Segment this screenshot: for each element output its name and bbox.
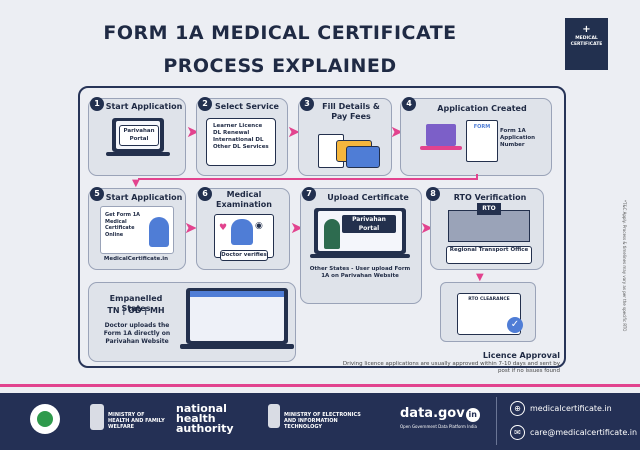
datagov-sub: Open Government Data Platform India	[400, 424, 477, 429]
laptop-pink-icon	[426, 124, 456, 146]
laptop-pink-base	[420, 146, 462, 150]
clearance-label: RTO CLEARANCE	[468, 297, 510, 302]
medicalcertificate-site[interactable]: MedicalCertificate.in	[103, 256, 169, 262]
page-title-line1: FORM 1A MEDICAL CERTIFICATE	[103, 22, 457, 44]
regional-transport-office: Regional Transport Office	[446, 246, 532, 264]
nha-line2: health	[176, 412, 216, 425]
step-4-title: Application Created	[437, 104, 527, 113]
upload-laptop-screen: Parivahan Portal	[318, 211, 402, 251]
step-1-card	[88, 98, 186, 176]
website-link[interactable]: medicalcertificate.in	[530, 403, 612, 413]
datagov-in-badge: in	[465, 408, 480, 422]
service-learner-licence[interactable]: Learner Licence	[213, 123, 263, 129]
step-6-title: Medical Examination	[216, 190, 272, 209]
credit-card-back-icon	[346, 146, 380, 168]
dashboard-screen	[190, 291, 284, 341]
empanelled-states: TN | OD | MH	[107, 306, 165, 315]
nha-line3: authority	[176, 422, 234, 435]
laptop-base	[106, 152, 170, 156]
logo-inner	[37, 411, 53, 427]
user-avatar	[324, 219, 340, 249]
licence-note: Driving licence applications are usually…	[342, 361, 560, 374]
step-7-title: Upload Certificate	[327, 193, 409, 202]
mail-icon: ✉	[510, 424, 525, 440]
rto-sign: RTO	[477, 203, 501, 215]
arrow-2-3: ➤	[287, 122, 301, 141]
form-label: FORM	[473, 124, 491, 130]
brand-logo: + MEDICAL CERTIFICATE	[565, 18, 608, 70]
footer	[0, 393, 640, 450]
step-8-number: 8	[426, 187, 440, 201]
emblem-icon	[90, 404, 104, 430]
application-number-note: Form 1A Application Number	[500, 128, 536, 148]
page-title-line2: PROCESS EXPLAINED	[163, 55, 397, 77]
heart-icon: ♥	[219, 223, 228, 233]
medicalcertificate-screen: Get Form 1A Medical Certificate Online	[100, 206, 174, 254]
footer-divider	[496, 397, 497, 445]
arrow-8-approval: ▼	[476, 272, 484, 283]
step-2-number: 2	[198, 97, 212, 111]
connector-up	[476, 174, 478, 179]
doctor-verifies-badge: Doctor verifies	[220, 250, 268, 261]
nha-line1: national	[176, 402, 227, 415]
disclaimer: *T&C Apply. Process & timelines may vary…	[622, 200, 627, 332]
connector-line	[138, 178, 478, 180]
eye-icon: ◉	[255, 221, 263, 231]
service-other-dl[interactable]: Other DL Services	[213, 144, 269, 150]
parivahan-portal-label: Parivahan Portal	[119, 125, 159, 146]
step-7-number: 7	[302, 187, 316, 201]
get-form-label: Get Form 1A Medical Certificate Online	[105, 212, 141, 238]
brand-name: MEDICAL CERTIFICATE	[570, 36, 603, 47]
website-contact[interactable]: ⊕ medicalcertificate.in	[498, 394, 640, 422]
email-contact[interactable]: ✉ care@medicalcertificate.in	[498, 418, 640, 446]
step-3-card	[298, 98, 392, 176]
step-6-number: 6	[198, 187, 212, 201]
step-1-title: Start Application	[105, 102, 183, 111]
step-8-title: RTO Verification	[453, 193, 527, 202]
form-document-icon: FORM	[466, 120, 498, 162]
doctor-icon	[231, 219, 253, 245]
process-frame	[78, 86, 566, 368]
globe-icon: ⊕	[510, 400, 525, 416]
ministry-health: MINISTRY OF HEALTH AND FAMILY WELFARE	[108, 412, 165, 430]
licence-card: RTO CLEARANCE ✓	[440, 282, 536, 342]
service-dl-renewal[interactable]: DL Renewal	[213, 130, 250, 136]
ayushman-logo	[30, 404, 60, 434]
brand-plus: +	[582, 24, 591, 35]
dashboard-laptop-base	[180, 344, 294, 349]
emblem-icon-2	[268, 404, 280, 428]
step-5-title: Start Application	[105, 193, 183, 202]
step-5-number: 5	[90, 187, 104, 201]
rto-building-icon: RTO	[448, 203, 530, 242]
empanelled-note: Doctor uploads the Form 1A directly on P…	[103, 322, 171, 345]
service-international-dl[interactable]: International DL	[213, 137, 264, 143]
empanelled-title: Empanelled States	[109, 294, 163, 313]
licence-approval: Licence Approval Driving licence applica…	[340, 352, 560, 375]
upload-note: Other States - User upload Form 1A on Pa…	[309, 266, 411, 279]
ministry-electronics: MINISTRY OF ELECTRONICS AND INFORMATION …	[284, 412, 361, 430]
nha-logo: national health authority	[176, 402, 234, 435]
licence-title: Licence Approval	[482, 351, 560, 360]
arrow-5-6: ➤	[184, 218, 198, 237]
footer-accent-line	[0, 384, 640, 387]
step-3-title: Fill Details & Pay Fees	[322, 102, 380, 121]
step-3-number: 3	[300, 97, 314, 111]
check-icon: ✓	[507, 317, 523, 333]
service-list: Learner Licence DL Renewal International…	[206, 118, 276, 166]
email-link[interactable]: care@medicalcertificate.in	[530, 427, 638, 437]
arrow-4-5: ▼	[132, 178, 140, 189]
upload-laptop-base	[310, 254, 410, 258]
dashboard-header	[190, 291, 284, 297]
parivahan-portal-upload: Parivahan Portal	[342, 215, 396, 233]
step-2-title: Select Service	[215, 102, 279, 111]
step-4-number: 4	[402, 97, 416, 111]
datagov-text: data.gov	[400, 406, 465, 421]
step-1-number: 1	[90, 97, 104, 111]
doctor-avatar	[149, 217, 169, 247]
